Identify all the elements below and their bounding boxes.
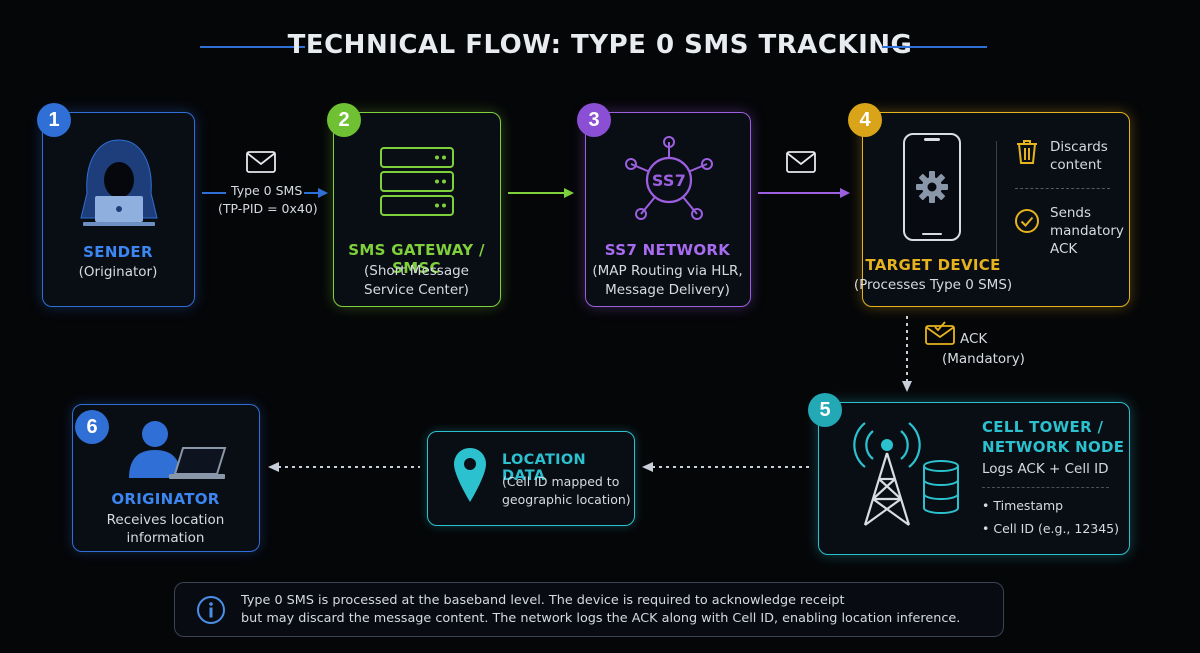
hacker-icon bbox=[80, 139, 158, 226]
tower-heading-2: NETWORK NODE bbox=[982, 438, 1125, 456]
server-icon bbox=[380, 147, 454, 216]
arrow1-line2: (TP-PID = 0x40) bbox=[218, 201, 318, 216]
arrow-sender-to-smsc bbox=[202, 188, 328, 198]
originator-sub-1: Receives location bbox=[106, 512, 225, 528]
tower-bullet-1: • Timestamp bbox=[982, 498, 1064, 513]
device-divider bbox=[996, 141, 997, 261]
discards-line-1: Discards bbox=[1050, 139, 1108, 155]
smsc-box: SMS GATEWAY / SMSC (Short Message Servic… bbox=[333, 112, 501, 307]
sender-sub: (Originator) bbox=[78, 264, 158, 280]
sends-line-2: mandatory bbox=[1050, 223, 1124, 239]
title-line-left bbox=[200, 46, 305, 48]
cell-tower-icon bbox=[853, 422, 921, 526]
gear-icon bbox=[916, 171, 948, 203]
person-laptop-icon bbox=[129, 421, 227, 479]
tower-sub: Logs ACK + Cell ID bbox=[982, 461, 1109, 477]
location-sub-1: (Cell ID mapped to bbox=[502, 474, 620, 489]
device-heading: TARGET DEVICE bbox=[865, 256, 1001, 274]
database-icon bbox=[923, 460, 959, 514]
check-circle-icon bbox=[1015, 209, 1039, 233]
smsc-sub-1: (Short Message bbox=[364, 263, 469, 279]
device-sub: (Processes Type 0 SMS) bbox=[853, 277, 1013, 293]
ss7-icon-text: SS7 bbox=[651, 171, 687, 190]
ack-envelope-icon bbox=[925, 321, 955, 345]
tower-bullet-2: • Cell ID (e.g., 12345) bbox=[982, 521, 1120, 536]
step-3-badge: 3 bbox=[577, 103, 611, 137]
smsc-heading: SMS GATEWAY / SMSC bbox=[348, 241, 485, 277]
location-data-box: LOCATION DATA (Cell ID mapped to geograp… bbox=[427, 431, 635, 526]
sender-box: SENDER (Originator) bbox=[42, 112, 195, 307]
page-title: TECHNICAL FLOW: TYPE 0 SMS TRACKING bbox=[287, 30, 913, 60]
ss7-sub-2: Message Delivery) bbox=[605, 282, 730, 298]
originator-sub-2: information bbox=[126, 530, 205, 546]
cell-tower-box: CELL TOWER / NETWORK NODE Logs ACK + Cel… bbox=[818, 402, 1130, 555]
sends-line-3: ACK bbox=[1050, 241, 1078, 257]
trash-icon bbox=[1017, 140, 1037, 164]
sends-line-1: Sends bbox=[1050, 205, 1092, 221]
smsc-sub-2: Service Center) bbox=[364, 282, 469, 298]
note-line-1: Type 0 SMS is processed at the baseband … bbox=[241, 593, 845, 608]
ack-line-2: (Mandatory) bbox=[942, 351, 1025, 367]
sender-heading: SENDER bbox=[83, 243, 153, 261]
target-device-box: Discards content Sends mandatory ACK TAR… bbox=[854, 112, 1130, 307]
discards-line-2: content bbox=[1050, 157, 1102, 173]
originator-heading: ORIGINATOR bbox=[111, 490, 220, 508]
info-icon bbox=[197, 596, 225, 624]
location-sub-2: geographic location) bbox=[502, 492, 631, 507]
step-5-badge: 5 bbox=[808, 393, 842, 427]
arrow-smsc-to-ss7 bbox=[508, 188, 574, 198]
map-pin-icon bbox=[454, 448, 486, 502]
ack-line-1: ACK bbox=[960, 331, 988, 347]
envelope-icon-1 bbox=[246, 151, 276, 173]
step-2-badge: 2 bbox=[327, 103, 361, 137]
tower-heading-1: CELL TOWER / bbox=[982, 418, 1104, 436]
title-line-right bbox=[882, 46, 987, 48]
location-heading: LOCATION DATA bbox=[502, 452, 586, 484]
arrow-device-to-tower bbox=[902, 316, 912, 392]
envelope-icon-2 bbox=[786, 151, 816, 173]
ss7-network-icon bbox=[625, 136, 713, 220]
ss7-heading: SS7 NETWORK bbox=[604, 241, 731, 259]
ss7-box: SS7 SS7 NETWORK (MAP Routing via HLR, Me… bbox=[585, 112, 751, 307]
device-item-divider bbox=[1015, 188, 1110, 189]
tower-divider bbox=[982, 487, 1109, 488]
arrow-ss7-to-device bbox=[758, 188, 850, 198]
step-6-badge: 6 bbox=[75, 410, 109, 444]
note-line-2: but may discard the message content. The… bbox=[241, 611, 961, 626]
step-4-badge: 4 bbox=[848, 103, 882, 137]
arrow-location-to-originator bbox=[268, 462, 420, 472]
arrow1-line1: Type 0 SMS bbox=[231, 183, 303, 198]
arrow-tower-to-location bbox=[642, 462, 810, 472]
step-1-badge: 1 bbox=[37, 103, 71, 137]
info-note-box: Type 0 SMS is processed at the baseband … bbox=[174, 582, 1004, 637]
ss7-sub-1: (MAP Routing via HLR, bbox=[592, 263, 743, 279]
